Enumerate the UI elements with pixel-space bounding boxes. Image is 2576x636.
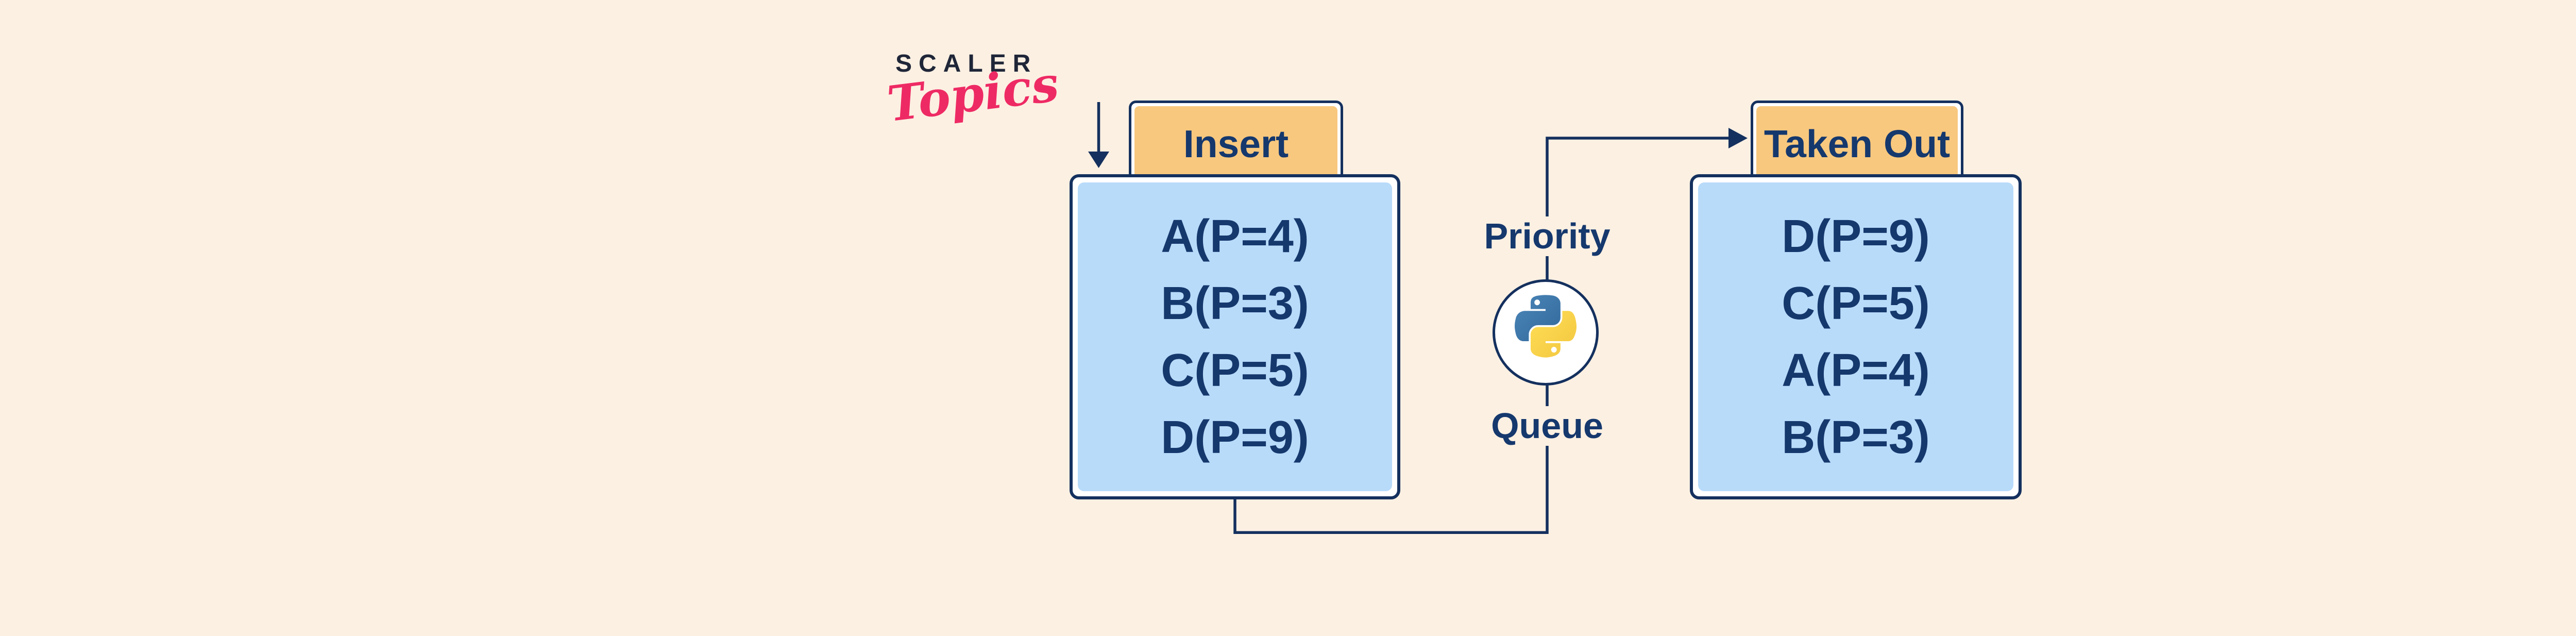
insert-queue-box-fill: A(P=4) B(P=3) C(P=5) D(P=9) [1078,182,1392,491]
queue-item: C(P=5) [1782,277,1930,329]
insert-tab-fill [1134,106,1337,178]
python-logo-icon [1515,295,1577,358]
taken-out-queue-box-fill: D(P=9) C(P=5) A(P=4) B(P=3) [1698,182,2013,491]
priority-label: Priority [1477,216,1618,256]
queue-item: B(P=3) [1782,411,1930,463]
queue-item: D(P=9) [1161,411,1309,463]
queue-item: A(P=4) [1161,210,1309,262]
taken-out-arrow-head-icon [1728,128,1748,148]
priority-queue-axis-line [1546,137,1730,534]
taken-out-tab-label: Taken Out [1764,122,1951,165]
insert-tab-label: Insert [1183,122,1289,165]
taken-out-tab: Taken Out [1751,101,1963,184]
insert-arrow-head-icon [1088,152,1109,168]
insert-queue-box: A(P=4) B(P=3) C(P=5) D(P=9) [1070,174,1400,499]
queue-item: D(P=9) [1782,210,1930,262]
scaler-topics-logo: SCALER Topics [885,50,1062,144]
insert-tab: Insert [1129,101,1343,184]
queue-label: Queue [1484,406,1611,446]
taken-out-queue-box: D(P=9) C(P=5) A(P=4) B(P=3) [1690,174,2022,499]
python-badge [1493,279,1599,386]
taken-out-tab-fill [1756,106,1958,178]
bottom-connector-line [1233,499,1547,534]
queue-item: B(P=3) [1161,277,1309,329]
queue-item: A(P=4) [1782,344,1930,396]
scaler-wordmark: SCALER [895,50,1038,77]
queue-item: C(P=5) [1161,344,1309,396]
